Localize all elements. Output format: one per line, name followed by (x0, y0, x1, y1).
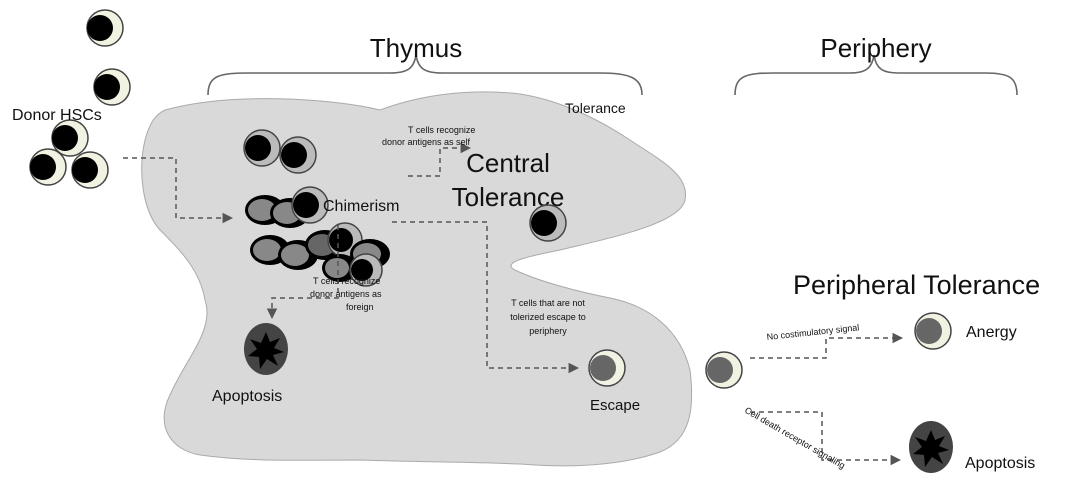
thymic-apoptotic-cell (244, 323, 288, 375)
escaping-cell (589, 350, 625, 386)
tolerance-label: Tolerance (565, 100, 626, 116)
escape-annotation-2: tolerized escape to (510, 312, 586, 322)
thymus-title: Thymus (370, 33, 462, 63)
donor-hscs-label: Donor HSCs (12, 107, 102, 124)
chimerism-label: Chimerism (323, 198, 399, 215)
donor-hsc-cells (30, 10, 130, 188)
cell (87, 10, 123, 46)
peripheral-tcell (706, 352, 742, 388)
cell (244, 130, 280, 166)
cell (280, 137, 316, 173)
cell (30, 149, 66, 185)
self-annotation-1: T cells recognize (408, 125, 475, 135)
costim-annotation: No costimulatory signal (766, 322, 860, 342)
thymic-apoptosis-label: Apoptosis (212, 388, 282, 405)
cell (72, 152, 108, 188)
peripheral-apoptotic-cell (909, 421, 953, 473)
anergic-cell (915, 313, 951, 349)
foreign-annotation-2: donor antigens as (310, 289, 382, 299)
central-tolerance-line1: Central (466, 148, 550, 178)
escape-label: Escape (590, 397, 640, 414)
foreign-annotation-3: foreign (346, 302, 374, 312)
peripheral-tolerance-title: Peripheral Tolerance (793, 270, 1040, 300)
death-receptor-annotation: Cell death receptor signaling (743, 405, 847, 471)
periphery-title: Periphery (820, 33, 931, 63)
foreign-annotation-1: T cells recognize (313, 276, 380, 286)
peripheral-apoptosis-label: Apoptosis (965, 455, 1035, 472)
anergy-label: Anergy (966, 324, 1017, 341)
tolerant-cell (530, 205, 566, 241)
cell (52, 120, 88, 156)
escape-annotation-1: T cells that are not (511, 298, 585, 308)
self-annotation-2: donor antigens as self (382, 137, 471, 147)
cell (94, 69, 130, 105)
escape-annotation-3: periphery (529, 326, 567, 336)
